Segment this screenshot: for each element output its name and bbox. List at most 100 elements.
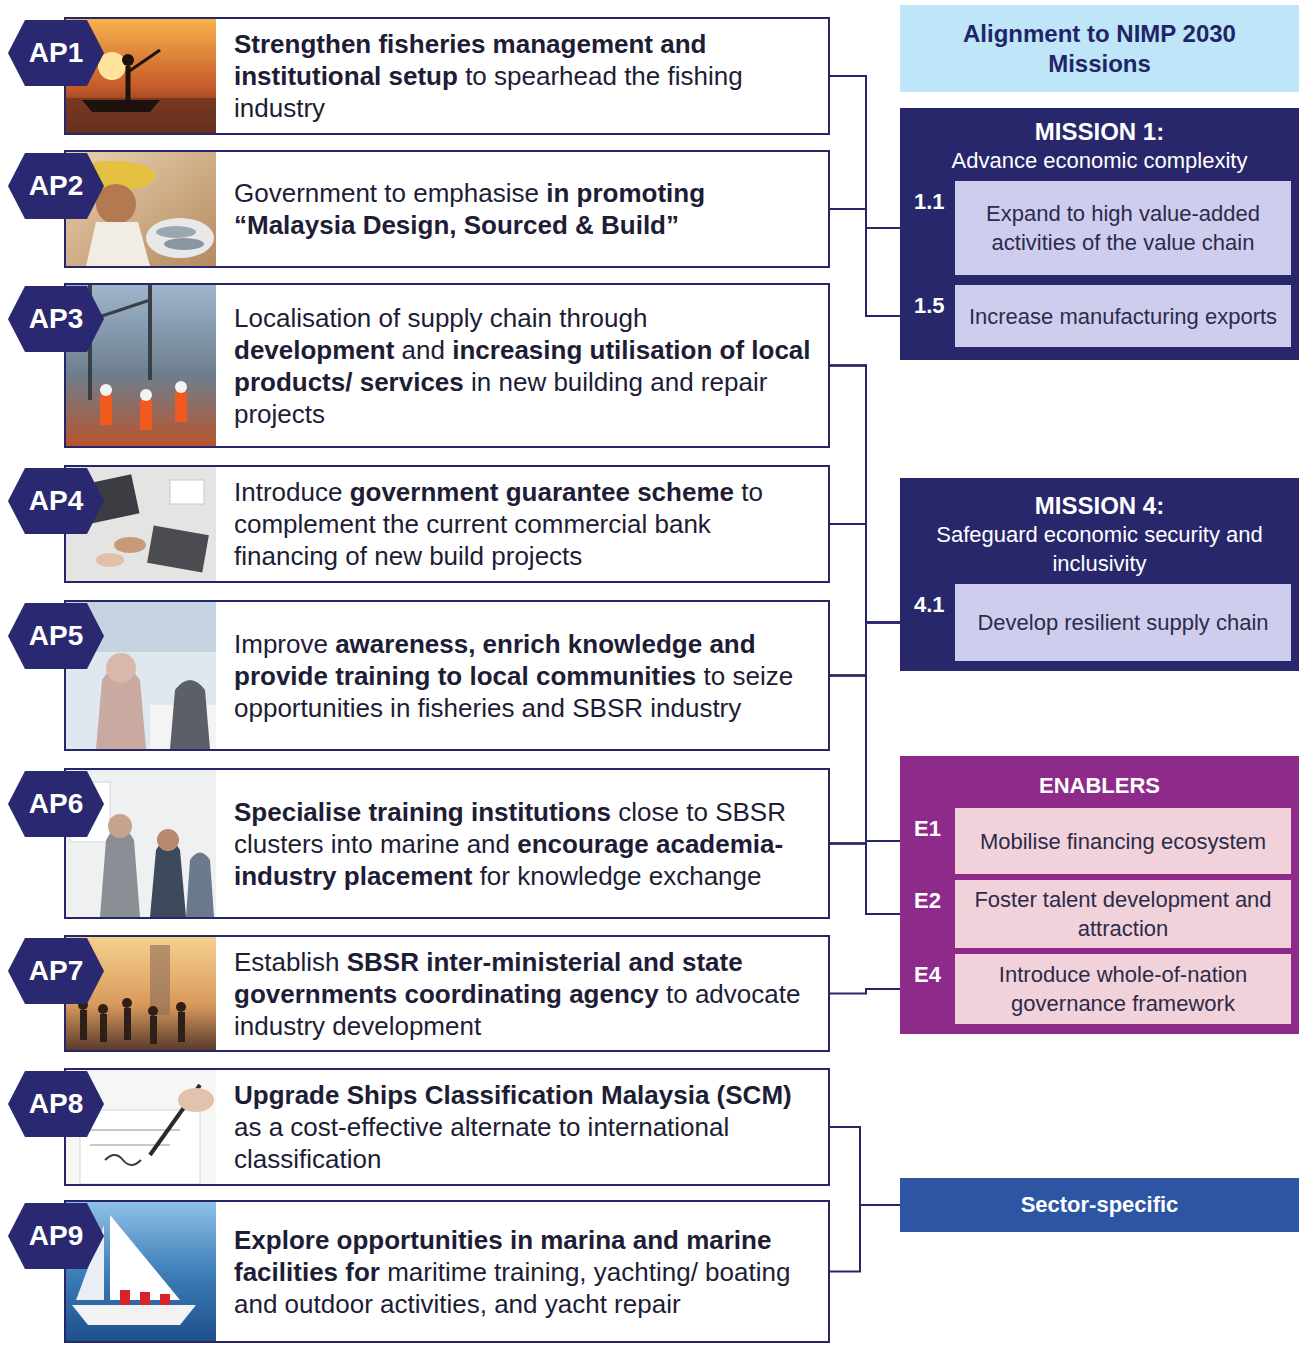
- mission-panel: MISSION 1:Advance economic complexity 1.1…: [900, 108, 1299, 360]
- item-number: E4: [914, 962, 941, 988]
- ap-hexagon: AP1: [8, 20, 104, 86]
- hexagon-fill: [8, 286, 104, 352]
- item-number: E1: [914, 816, 941, 842]
- hexagon-fill: [8, 1071, 104, 1137]
- item-text: Increase manufacturing exports: [969, 302, 1277, 331]
- action-plan-text: Specialise training institutions close t…: [234, 796, 814, 892]
- item-number: 1.1: [914, 189, 945, 215]
- item-text: Expand to high value-added activities of…: [965, 199, 1281, 257]
- ap-hexagon: AP7: [8, 938, 104, 1004]
- action-plan-box: Specialise training institutions close t…: [64, 768, 830, 919]
- hexagon-fill: [8, 20, 104, 86]
- action-plan-text: Introduce government guarantee scheme to…: [234, 476, 814, 572]
- sector-text: Sector-specific: [1021, 1192, 1179, 1218]
- connector-line: [830, 1127, 900, 1205]
- item-box-fill: Expand to high value-added activities of…: [955, 181, 1291, 275]
- alignment-header: Alignment to NIMP 2030 Missions: [900, 5, 1299, 92]
- action-plan-box: Introduce government guarantee scheme to…: [64, 465, 830, 583]
- connector-line: [830, 1205, 900, 1272]
- text-run: Improve: [234, 629, 328, 659]
- connector-line: [830, 623, 900, 844]
- action-plan-text: Localisation of supply chain through dev…: [234, 302, 814, 430]
- aligned-item: 1.5 Increase manufacturing exports: [900, 285, 1299, 347]
- action-plan-box: Government to emphasise in promoting “Ma…: [64, 150, 830, 268]
- action-plan-text: Improve awareness, enrich knowledge and …: [234, 628, 814, 724]
- bold-run: Specialise training institutions: [234, 797, 611, 827]
- action-plan-text: Government to emphasise in promoting “Ma…: [234, 177, 814, 241]
- action-plan-text: Establish SBSR inter-ministerial and sta…: [234, 946, 814, 1042]
- panel-title: MISSION 1:: [900, 118, 1299, 146]
- action-plan-box: Upgrade Ships Classification Malaysia (S…: [64, 1068, 830, 1186]
- text-run: Government to emphasise: [234, 178, 539, 208]
- connector-group: [830, 76, 900, 1272]
- ap-hexagon: AP9: [8, 1203, 104, 1269]
- aligned-item: 4.1Develop resilient supply chain: [900, 584, 1299, 661]
- text-run: for knowledge exchange: [480, 861, 762, 891]
- hexagon-fill: [8, 468, 104, 534]
- panel-subtitle: Safeguard economic security and inclusiv…: [900, 520, 1299, 578]
- ap-hexagon: AP8: [8, 1071, 104, 1137]
- panel-title: ENABLERS: [900, 772, 1299, 800]
- hexagon-fill: [8, 603, 104, 669]
- ap-code: AP2: [29, 170, 83, 202]
- sector-box: Sector-specific: [900, 1178, 1299, 1232]
- ap-hexagon: AP4: [8, 468, 104, 534]
- action-plan-box: Localisation of supply chain through dev…: [64, 283, 830, 448]
- bold-run: Upgrade Ships Classification Malaysia (S…: [234, 1080, 792, 1110]
- ap-code: AP3: [29, 303, 83, 335]
- action-plan-box: Strengthen fisheries management and inst…: [64, 17, 830, 135]
- action-plan-box: Explore opportunities in marina and mari…: [64, 1200, 830, 1343]
- text-run: and: [402, 335, 445, 365]
- panel-title: MISSION 4:: [900, 492, 1299, 520]
- ap-code: AP4: [29, 485, 83, 517]
- header-text: Alignment to NIMP 2030 Missions: [910, 19, 1289, 79]
- text-run: as a cost-effective alternate to interna…: [234, 1112, 729, 1174]
- item-box-fill: Increase manufacturing exports: [955, 285, 1291, 347]
- action-plan-text: Explore opportunities in marina and mari…: [234, 1224, 814, 1320]
- hexagon-fill: [8, 771, 104, 837]
- aligned-item: E2 Foster talent development and attracti…: [900, 880, 1299, 948]
- item-text: Foster talent development and attraction: [965, 885, 1281, 943]
- ap-hexagon: AP6: [8, 771, 104, 837]
- aligned-item: E1 Mobilise financing ecosystem: [900, 808, 1299, 874]
- connector-line: [830, 76, 900, 316]
- item-number: E2: [914, 888, 941, 914]
- ap-code: AP8: [29, 1088, 83, 1120]
- hexagon-fill: [8, 153, 104, 219]
- bold-run: development: [234, 335, 394, 365]
- mission-panel: MISSION 4:Safeguard economic security an…: [900, 478, 1299, 671]
- item-text: Introduce whole-of-nation governance fra…: [965, 960, 1281, 1018]
- text-run: Introduce: [234, 477, 342, 507]
- action-plan-box: Establish SBSR inter-ministerial and sta…: [64, 935, 830, 1052]
- item-box-fill: Introduce whole-of-nation governance fra…: [955, 954, 1291, 1024]
- connector-line: [830, 844, 900, 915]
- aligned-item: E4 Introduce whole-of-nation governance f…: [900, 954, 1299, 1024]
- connector-line: [830, 524, 900, 914]
- ap-code: AP9: [29, 1220, 83, 1252]
- text-run: Localisation of supply chain through: [234, 303, 647, 333]
- bold-run: government guarantee scheme: [350, 477, 734, 507]
- connector-line: [830, 209, 900, 316]
- item-text: Develop resilient supply chain: [977, 608, 1268, 637]
- ap-code: AP7: [29, 955, 83, 987]
- item-box-fill: Mobilise financing ecosystem: [955, 808, 1291, 874]
- aligned-item: 1.1 Expand to high value-added activities…: [900, 181, 1299, 275]
- item-number: 1.5: [914, 293, 945, 319]
- connector-line: [830, 366, 900, 915]
- action-plan-box: Improve awareness, enrich knowledge and …: [64, 600, 830, 751]
- action-plan-text: Strengthen fisheries management and inst…: [234, 28, 814, 124]
- text-run: Establish: [234, 947, 340, 977]
- item-box-fill: Foster talent development and attraction: [955, 880, 1291, 948]
- panel-subtitle: Advance economic complexity: [900, 146, 1299, 175]
- action-plan-text: Upgrade Ships Classification Malaysia (S…: [234, 1079, 814, 1175]
- hexagon-fill: [8, 938, 104, 1004]
- ap-hexagon: AP5: [8, 603, 104, 669]
- item-text: Mobilise financing ecosystem: [980, 827, 1266, 856]
- mission-panel: ENABLERS E1 Mobilise financing ecosystemE2…: [900, 756, 1299, 1034]
- ap-hexagon: AP3: [8, 286, 104, 352]
- ap-code: AP5: [29, 620, 83, 652]
- ap-code: AP6: [29, 788, 83, 820]
- ap-hexagon: AP2: [8, 153, 104, 219]
- connector-line: [830, 989, 900, 994]
